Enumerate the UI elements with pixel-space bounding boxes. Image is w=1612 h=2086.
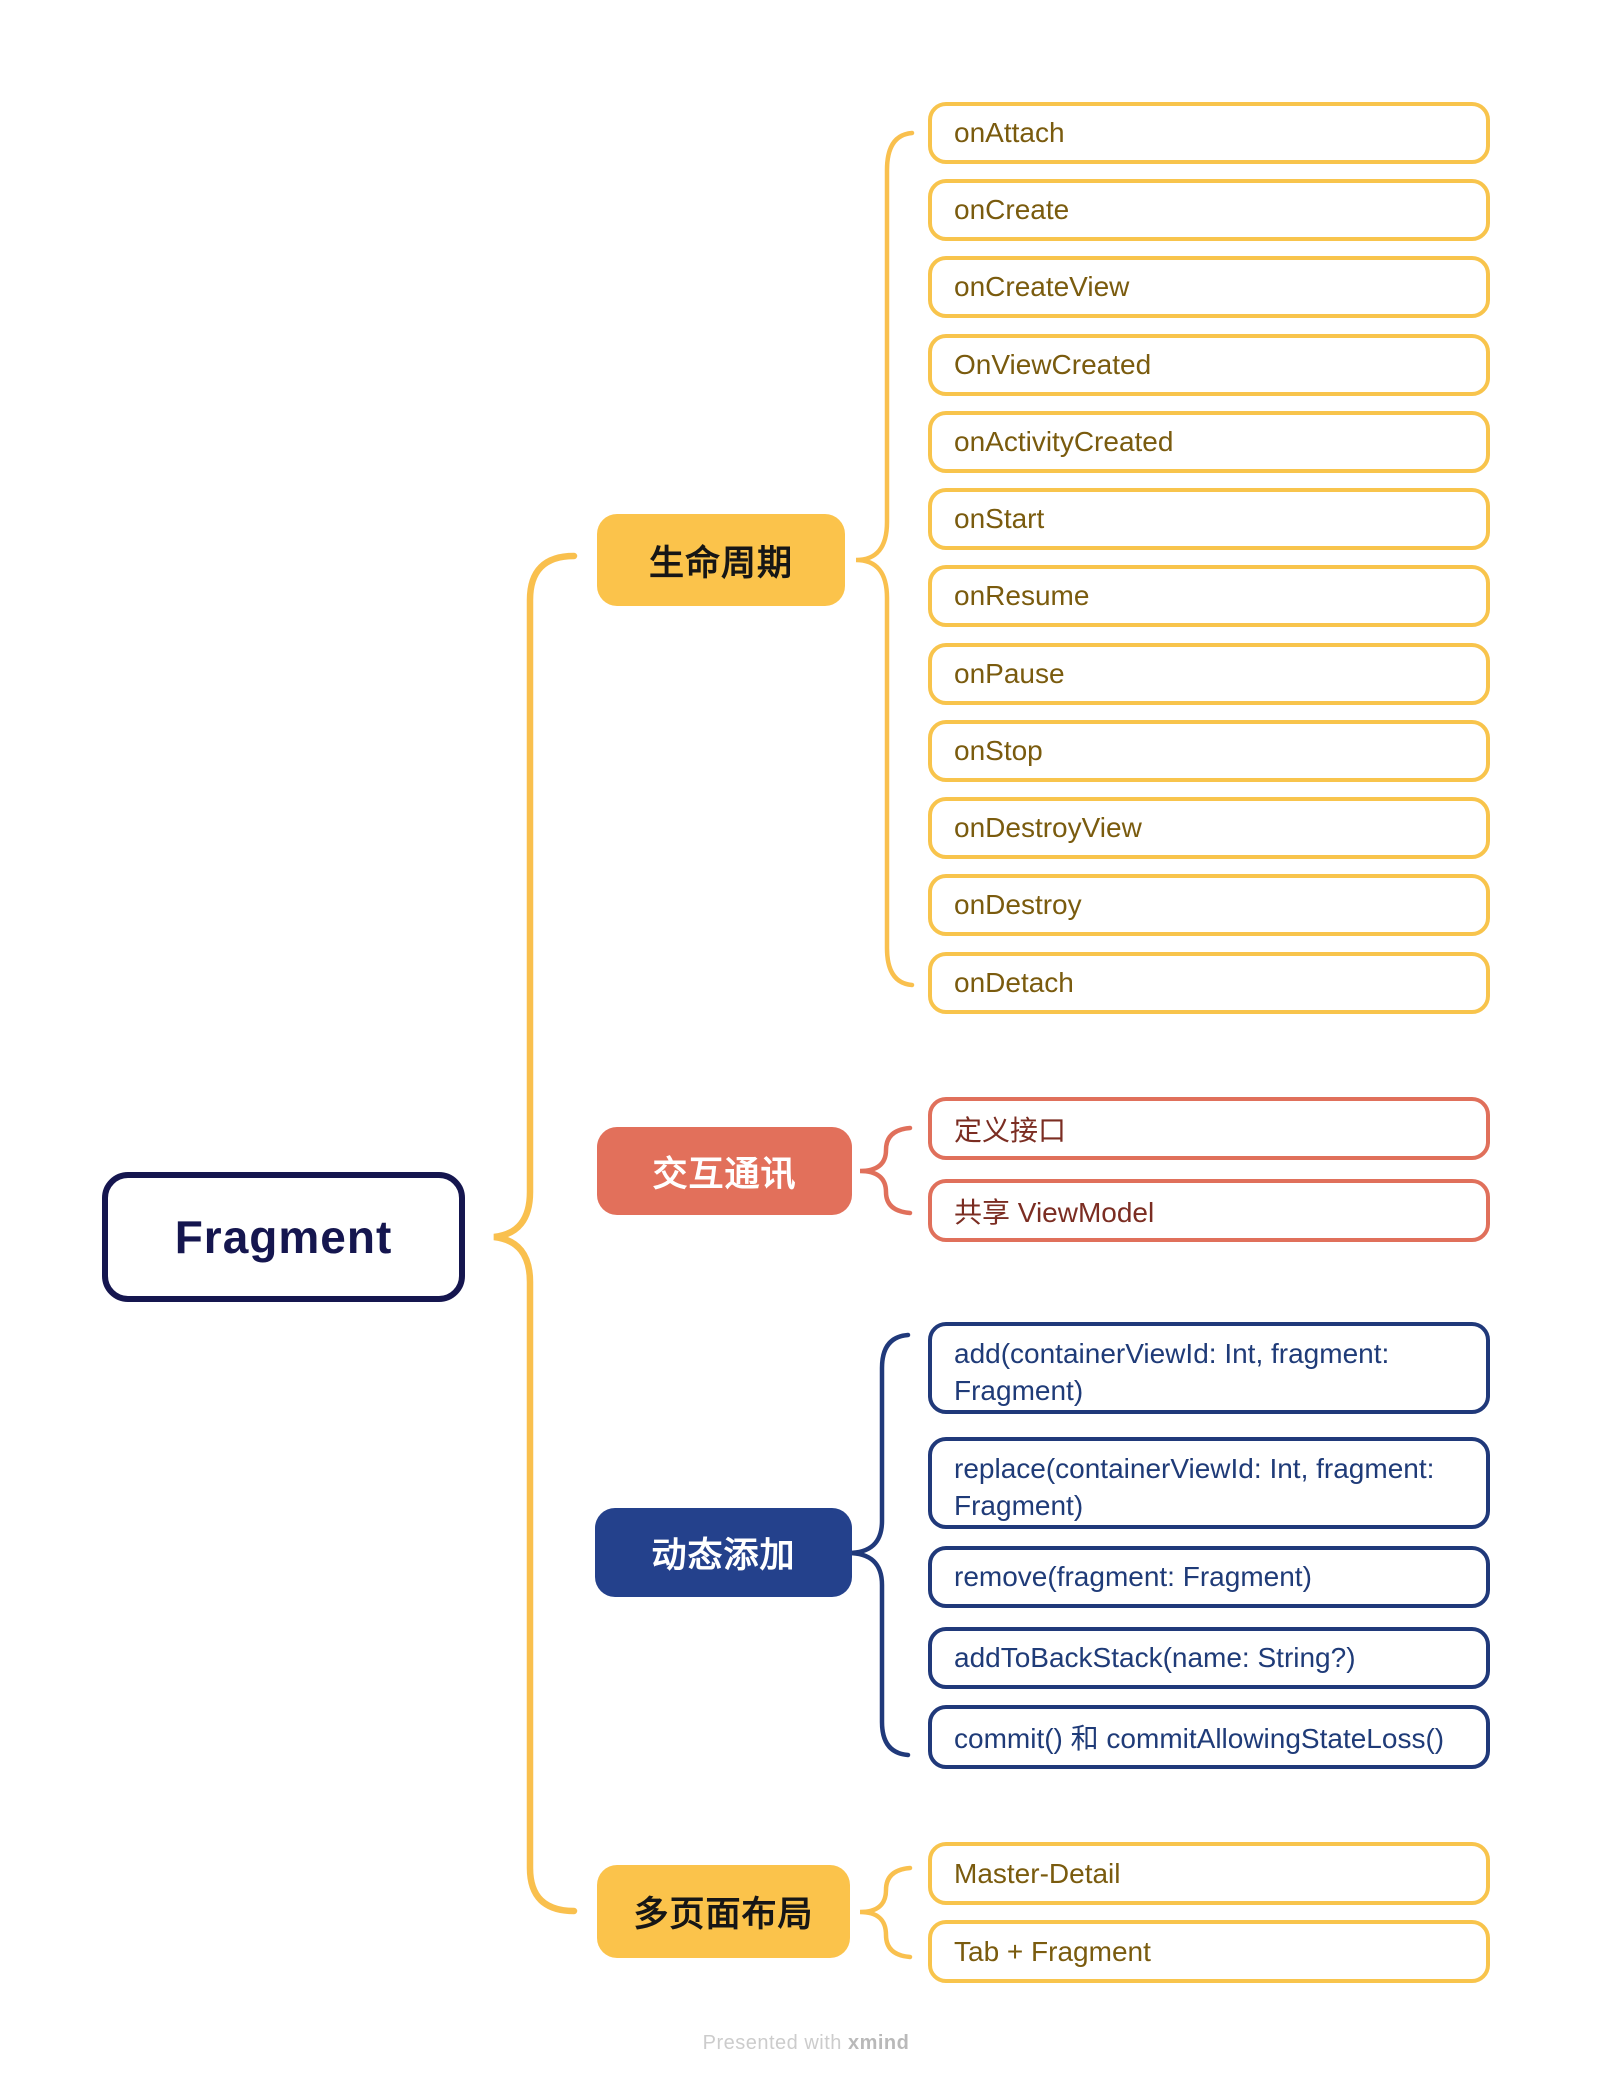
subtopic-addtobackstack[interactable]: addToBackStack(name: String?) <box>928 1627 1490 1689</box>
subtopic-onactivitycreated[interactable]: onActivityCreated <box>928 411 1490 473</box>
branch-topic-lifecycle[interactable]: 生命周期 <box>597 514 845 606</box>
subtopic-onpause[interactable]: onPause <box>928 643 1490 705</box>
subtopic-add[interactable]: add(containerViewId: Int, fragment: Frag… <box>928 1322 1490 1414</box>
subtopic-remove[interactable]: remove(fragment: Fragment) <box>928 1546 1490 1608</box>
branch-topic-lifecycle-label: 生命周期 <box>648 543 793 583</box>
subtopic-ondestroy[interactable]: onDestroy <box>928 874 1490 936</box>
subtopic-ondestroyview[interactable]: onDestroyView <box>928 797 1490 859</box>
branch-topic-multi-page[interactable]: 多页面布局 <box>597 1865 850 1958</box>
multi-page-brace-connector <box>859 1865 913 1960</box>
subtopic-tab-fragment[interactable]: Tab + Fragment <box>928 1920 1490 1983</box>
subtopic-replace[interactable]: replace(containerViewId: Int, fragment: … <box>928 1437 1490 1529</box>
lifecycle-brace-connector <box>855 130 915 988</box>
subtopic-onresume[interactable]: onResume <box>928 565 1490 627</box>
branch-topic-dynamic-add-label: 动态添加 <box>651 1536 796 1575</box>
root-topic-fragment[interactable]: Fragment <box>102 1172 465 1302</box>
dynamic-add-brace-connector <box>847 1332 911 1758</box>
subtopic-commit[interactable]: commit() 和 commitAllowingStateLoss() <box>928 1705 1490 1769</box>
subtopic-oncreateview[interactable]: onCreateView <box>928 256 1490 318</box>
branch-topic-communication[interactable]: 交互通讯 <box>597 1127 852 1215</box>
subtopic-onattach[interactable]: onAttach <box>928 102 1490 164</box>
branch-topic-multi-page-label: 多页面布局 <box>633 1895 814 1934</box>
subtopic-onviewcreated[interactable]: OnViewCreated <box>928 334 1490 396</box>
communication-brace-connector <box>859 1125 913 1216</box>
subtopic-define-interface[interactable]: 定义接口 <box>928 1097 1490 1160</box>
branch-topic-communication-label: 交互通讯 <box>652 1154 797 1194</box>
subtopic-ondetach[interactable]: onDetach <box>928 952 1490 1014</box>
subtopic-shared-viewmodel[interactable]: 共享 ViewModel <box>928 1179 1490 1242</box>
watermark-brand: xmind <box>847 2032 910 2054</box>
watermark-prefix: Presented with <box>702 2032 848 2054</box>
subtopic-onstart[interactable]: onStart <box>928 488 1490 550</box>
subtopic-oncreate[interactable]: onCreate <box>928 179 1490 241</box>
subtopic-onstop[interactable]: onStop <box>928 720 1490 782</box>
root-brace-connector <box>493 552 578 1915</box>
branch-topic-dynamic-add[interactable]: 动态添加 <box>595 1508 852 1597</box>
watermark: Presented with xmind <box>0 2032 1612 2055</box>
root-topic-label: Fragment <box>174 1211 393 1263</box>
subtopic-master-detail[interactable]: Master-Detail <box>928 1842 1490 1905</box>
